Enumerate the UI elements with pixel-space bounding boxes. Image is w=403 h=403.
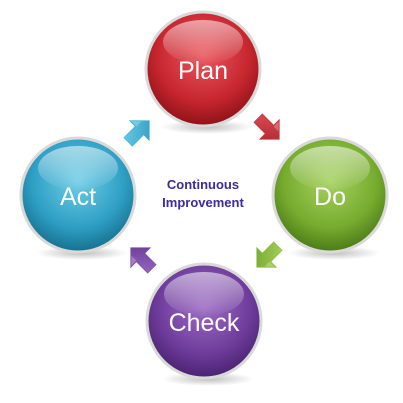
center-title-line2: Improvement xyxy=(162,195,244,210)
plan-node: Plan xyxy=(144,10,262,128)
check-label: Check xyxy=(169,309,240,337)
do-label: Do xyxy=(314,183,346,211)
arrow-check-to-act xyxy=(130,247,157,274)
arrow-plan-to-do xyxy=(253,113,280,140)
cycle-arrows xyxy=(123,113,283,274)
act-label: Act xyxy=(60,183,96,211)
arrow-act-to-plan xyxy=(123,120,150,147)
arrow-do-to-check xyxy=(256,241,283,268)
act-node: Act xyxy=(19,136,137,254)
plan-label: Plan xyxy=(178,57,228,85)
do-node: Do xyxy=(271,136,389,254)
center-title: Continuous Improvement xyxy=(162,177,244,210)
check-node: Check xyxy=(145,262,263,380)
center-title-line1: Continuous xyxy=(167,177,239,192)
